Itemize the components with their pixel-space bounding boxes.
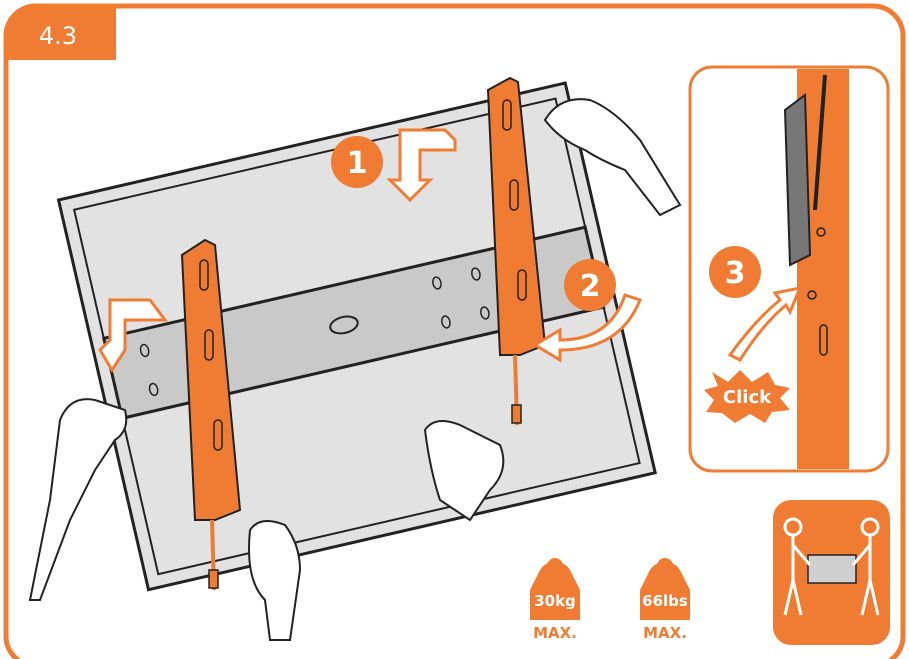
svg-text:3: 3 — [725, 256, 746, 291]
weight-icon-lbs: 66lbs MAX. — [640, 558, 690, 642]
inset-detail: 3 Click — [688, 65, 890, 473]
svg-text:66lbs: 66lbs — [642, 592, 688, 610]
svg-text:Click: Click — [723, 387, 772, 408]
svg-text:1: 1 — [347, 146, 368, 181]
click-badge: Click — [704, 370, 790, 423]
step-tag-label: 4.3 — [39, 22, 77, 50]
hand-icon — [28, 98, 682, 641]
svg-text:MAX.: MAX. — [643, 624, 687, 642]
weight-icon: 30kg MAX. — [530, 558, 580, 642]
step-badge-3: 3 — [709, 246, 761, 298]
step-badge-1: 1 — [331, 136, 383, 188]
svg-text:MAX.: MAX. — [533, 624, 577, 642]
arrow-icon — [98, 128, 642, 373]
two-person-lift-icon — [773, 500, 890, 645]
svg-text:2: 2 — [580, 269, 601, 304]
step-tag: 4.3 — [6, 6, 116, 60]
svg-text:30kg: 30kg — [534, 592, 576, 610]
left-bracket — [180, 238, 242, 591]
step-badge-2: 2 — [564, 259, 616, 311]
